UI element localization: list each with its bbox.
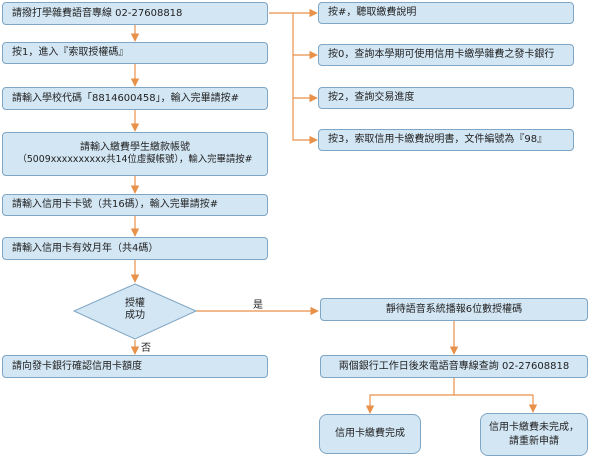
no-label: 否 [141,343,151,354]
option-hash: 按#，聽取繳費說明 [318,2,574,24]
step-school-code-text: 請輸入學校代碼「8814600458」，輸入完畢請按# [12,92,240,104]
step-press-1-text: 按1，進入『索取授權碼』 [12,47,129,59]
decision-label-line1: 授權 [125,298,145,309]
step-wait-auth-code-text: 靜待語音系統播報6位數授權碼 [385,303,523,315]
yes-label: 是 [253,300,263,311]
step-query-after-2-days-text: 兩個銀行工作日後來電語音專線查詢 02-27608818 [338,360,570,372]
option-hash-text: 按#，聽取繳費說明 [328,7,417,19]
step-call-hotline: 請撥打學雜費語音專線 02-27608818 [2,2,268,25]
arrow-option3 [292,55,318,103]
decision-label: 授權 成功 [115,298,155,322]
step-payment-account-line1: 請輸入繳費學生繳款帳號 [80,141,190,153]
arrow-option4 [292,98,318,145]
step-wait-auth-code: 靜待語音系統播報6位數授權碼 [320,298,588,321]
result-payment-incomplete-line1: 信用卡繳費未完成， [489,422,579,433]
step-payment-account: 請輸入繳費學生繳款帳號 （5009xxxxxxxxxx共14位虛擬帳號），輸入完… [2,132,268,176]
step-card-number: 請輸入信用卡卡號（共16碼），輸入完畢請按# [2,194,268,216]
result-payment-complete-text: 信用卡繳費完成 [335,428,405,440]
step-card-expiry: 請輸入信用卡有效月年（共4碼） [2,237,268,260]
step-check-credit-limit-text: 請向發卡銀行確認信用卡額度 [12,360,142,372]
step-card-expiry-text: 請輸入信用卡有效月年（共4碼） [12,242,159,254]
result-payment-incomplete: 信用卡繳費未完成， 請重新申請 [480,413,588,456]
result-payment-incomplete-line2: 請重新申請 [509,435,559,447]
decision-label-line2: 成功 [125,310,145,321]
step-press-1: 按1，進入『索取授權碼』 [2,42,268,64]
step-school-code: 請輸入學校代碼「8814600458」，輸入完畢請按# [2,87,268,110]
option-0-text: 按0，查詢本學期可使用信用卡繳學雜費之發卡銀行 [328,49,555,61]
step-call-hotline-text: 請撥打學雜費語音專線 02-27608818 [12,7,183,19]
step-query-after-2-days: 兩個銀行工作日後來電語音專線查詢 02-27608818 [320,355,588,378]
option-0: 按0，查詢本學期可使用信用卡繳學雜費之發卡銀行 [318,44,574,66]
connector-split-right [454,394,538,413]
option-3-text: 按3，索取信用卡繳費說明書，文件編號為『98』 [328,134,548,146]
decision-diamond [72,283,198,340]
option-2-text: 按2，查詢交易進度 [328,92,415,104]
option-2: 按2，查詢交易進度 [318,87,574,109]
connector-split [365,378,455,414]
option-3: 按3，索取信用卡繳費說明書，文件編號為『98』 [318,129,574,151]
step-payment-account-line2: （5009xxxxxxxxxx共14位虛擬帳號），輸入完畢請按# [17,154,253,166]
arrow-option2 [292,13,318,60]
step-check-credit-limit: 請向發卡銀行確認信用卡額度 [2,355,268,378]
step-card-number-text: 請輸入信用卡卡號（共16碼），輸入完畢請按# [12,199,219,211]
result-payment-complete: 信用卡繳費完成 [319,414,421,454]
